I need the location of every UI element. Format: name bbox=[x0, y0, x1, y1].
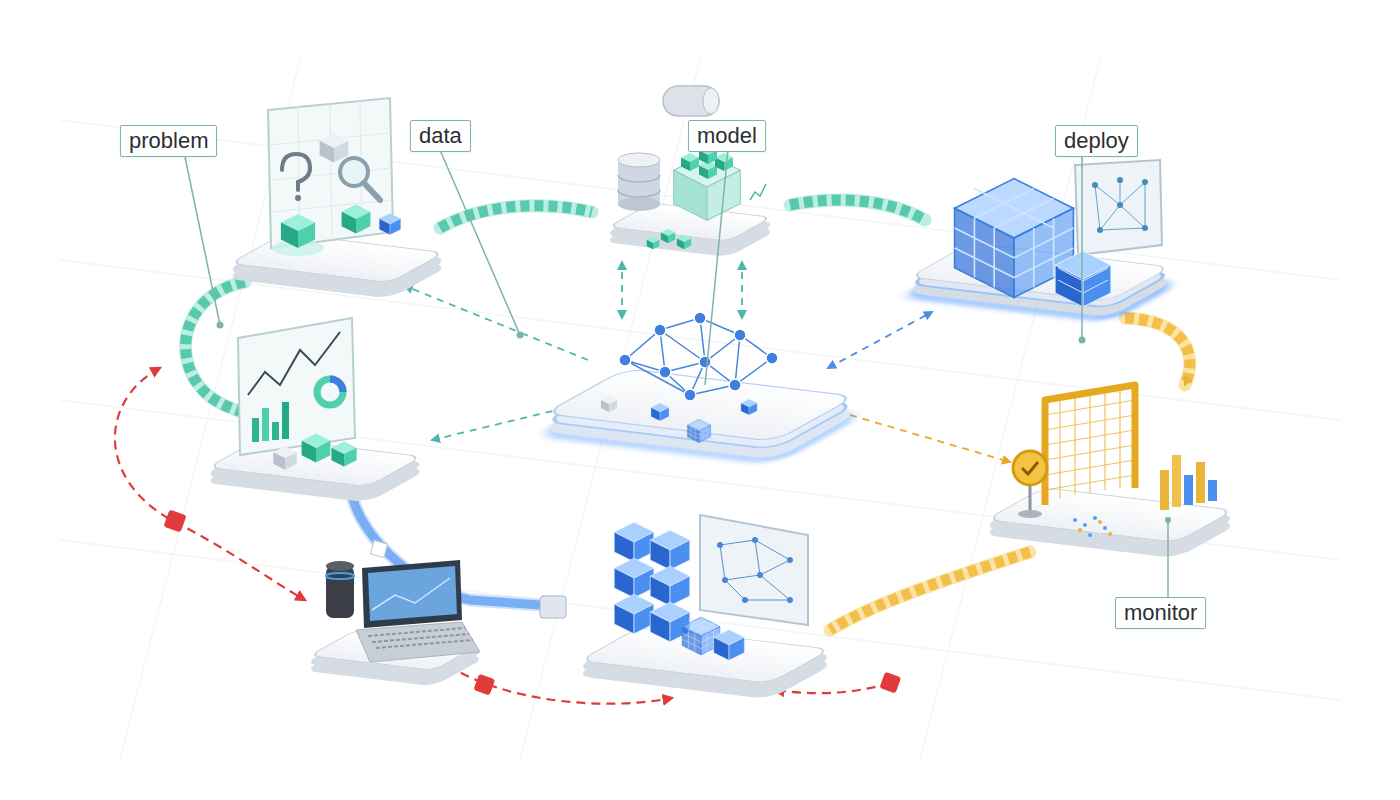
deploy-platform bbox=[909, 160, 1170, 319]
leader-dots bbox=[217, 322, 1172, 524]
training-platform bbox=[579, 515, 830, 697]
callout-label: deploy bbox=[1055, 125, 1138, 157]
callout-text: data bbox=[419, 121, 462, 151]
monitor-platform bbox=[986, 385, 1234, 556]
background-grid bbox=[60, 60, 1340, 760]
callout-text: problem bbox=[129, 126, 208, 156]
callout-text: monitor bbox=[1124, 598, 1197, 628]
model-platform bbox=[608, 86, 771, 255]
laptop-platform bbox=[310, 540, 481, 684]
analysis-platform bbox=[208, 318, 422, 501]
callout-text: deploy bbox=[1064, 126, 1129, 156]
callout-label: model bbox=[688, 120, 766, 152]
callout-label: data bbox=[410, 120, 471, 152]
callout-text: model bbox=[697, 121, 757, 151]
callout-label: monitor bbox=[1115, 597, 1206, 629]
callout-label: problem bbox=[120, 125, 217, 157]
leader-lines bbox=[185, 150, 1168, 597]
feedback-loops bbox=[115, 368, 890, 704]
red-cubes bbox=[163, 509, 901, 695]
core-network-platform bbox=[545, 312, 856, 461]
